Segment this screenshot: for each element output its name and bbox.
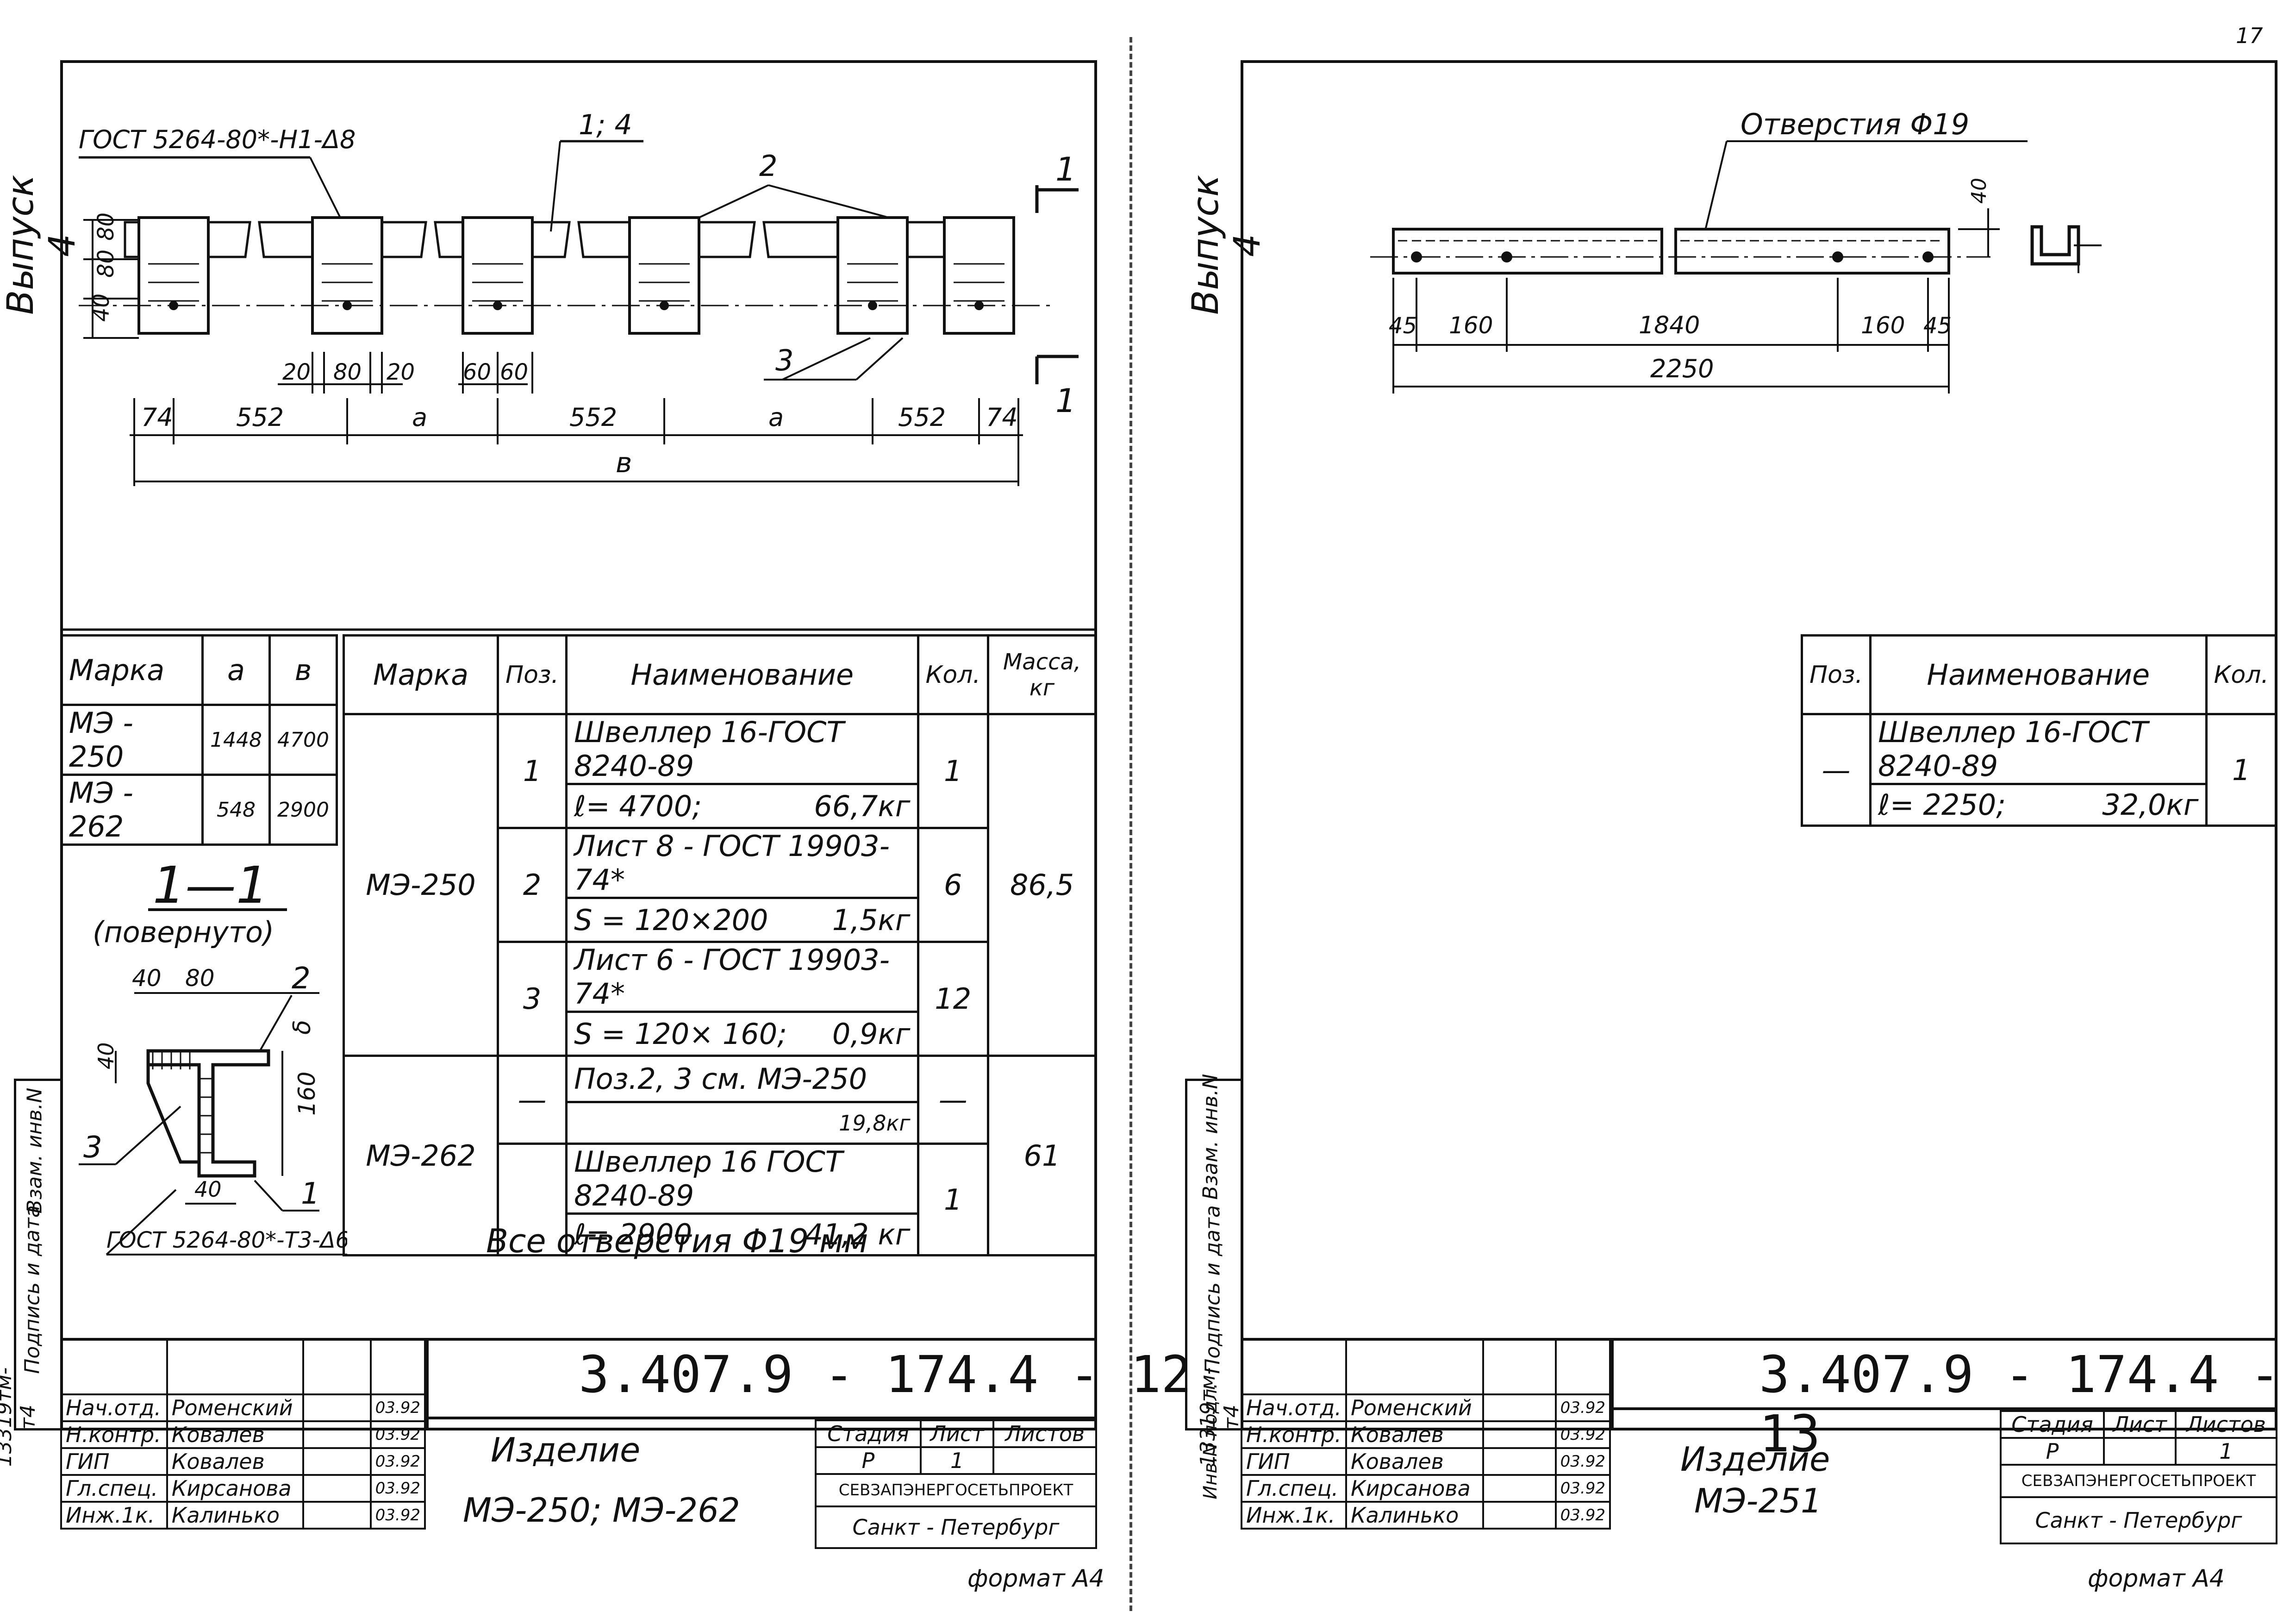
callout-1-4: 1; 4 (579, 109, 632, 141)
left-format-label: формат А4 (967, 1565, 1104, 1593)
callout-3: 3 (775, 344, 793, 377)
svg-text:45: 45 (1923, 313, 1952, 339)
svg-text:40: 40 (132, 965, 162, 992)
right-total-dim: 2250 (1650, 354, 1714, 383)
svg-text:1840: 1840 (1639, 312, 1700, 339)
section-mark-top: 1 (1055, 150, 1076, 188)
svg-text:160: 160 (1861, 312, 1905, 339)
marks-row-1-mark: МЭ - 250 (60, 704, 204, 776)
spec-mass-1: 86,5 (987, 713, 1097, 1057)
svg-text:20: 20 (282, 359, 311, 385)
section-title: 1—1 (153, 866, 268, 915)
svg-text:40: 40 (94, 1042, 119, 1069)
svg-text:1: 1 (301, 1177, 320, 1211)
right-side-label: Выпуск 4 (1185, 175, 1268, 315)
svg-text:2: 2 (292, 962, 311, 996)
left-doc-number: 3.407.9 - 174.4 - 12 (579, 1345, 1192, 1404)
svg-text:80: 80 (185, 965, 215, 992)
svg-text:80: 80 (333, 359, 362, 385)
svg-text:3: 3 (83, 1131, 102, 1165)
svg-text:40: 40 (1967, 178, 1991, 204)
svg-text:74: 74 (141, 403, 173, 432)
right-channel-drawing: Отверстия Φ19 40 45 160 1840 160 45 2250 (1370, 107, 2102, 394)
spec-row-5-name: Швеллер 16 ГОСТ 8240-89 (565, 1143, 919, 1215)
section-1-1-drawing: 1—1 (повернуто) 40 80 2 40 δ 160 40 3 1 (79, 866, 347, 1255)
section-gost-label: ГОСТ 5264-80*-Т3-Δ6 (106, 1227, 347, 1253)
svg-text:160: 160 (1449, 312, 1493, 339)
svg-text:а: а (768, 403, 784, 432)
marks-row-2-mark: МЭ - 262 (60, 774, 204, 846)
right-spec-name: Швеллер 16-ГОСТ 8240-89 (1869, 713, 2208, 785)
svg-text:60: 60 (463, 359, 491, 385)
spec-row-2-name: Лист 8 - ГОСТ 19903-74* (565, 827, 919, 899)
right-doc-number: 3.407.9 - 174.4 - 13 (1759, 1345, 2280, 1463)
svg-text:20: 20 (387, 359, 415, 385)
svg-text:552: 552 (898, 403, 946, 432)
right-product-label: Изделие (1680, 1440, 1830, 1479)
svg-text:74: 74 (986, 403, 1018, 432)
spec-row-1-name: Швеллер 16-ГОСТ 8240-89 (565, 713, 919, 785)
holes-note: Все отверстия Φ19 мм (486, 1222, 868, 1260)
svg-text:40: 40 (88, 294, 114, 322)
svg-text:40: 40 (194, 1177, 222, 1202)
svg-text:80: 80 (93, 212, 119, 241)
gost-weld-label: ГОСТ 5264-80*-Н1-Δ8 (79, 125, 356, 154)
spec-row-4-name: Поз.2, 3 см. МЭ-250 (565, 1055, 919, 1103)
left-product-label: Изделие (491, 1430, 641, 1469)
spec-mark-2: МЭ-262 (343, 1055, 499, 1256)
section-subtitle: (повернуто) (93, 915, 274, 949)
right-spec-table: Поз. Наименование Кол. — Швеллер 16-ГОСТ… (1800, 634, 2277, 827)
svg-text:45: 45 (1389, 313, 1417, 339)
section-mark-bottom: 1 (1055, 382, 1076, 420)
right-page-number: 17 (2236, 23, 2263, 48)
left-product-name: МЭ-250; МЭ-262 (463, 1491, 740, 1530)
svg-text:552: 552 (236, 403, 284, 432)
spec-mark-1: МЭ-250 (343, 713, 499, 1057)
left-beam-drawing: ГОСТ 5264-80*-Н1-Δ8 1; 4 2 (60, 109, 1097, 631)
total-dim-label: в (616, 447, 632, 479)
right-format-label: формат А4 (2088, 1565, 2225, 1593)
spec-table: Марка Поз. Наименование Кол. Масса, кг М… (343, 634, 1097, 1256)
spec-mass-2: 61 (987, 1055, 1097, 1256)
svg-text:60: 60 (500, 359, 528, 385)
callout-2: 2 (759, 149, 777, 183)
sheet-divider (1129, 37, 1132, 1611)
holes-label: Отверстия Φ19 (1741, 107, 1969, 141)
right-product-name: МЭ-251 (1694, 1481, 1822, 1520)
svg-text:80: 80 (93, 250, 119, 278)
svg-text:а: а (412, 403, 427, 432)
marks-table: Марка а в МЭ - 250 1448 4700 МЭ - 262 54… (60, 634, 338, 846)
svg-text:160: 160 (293, 1072, 320, 1116)
spec-row-3-name: Лист 6 - ГОСТ 19903-74* (565, 941, 919, 1013)
svg-text:δ: δ (288, 1020, 316, 1035)
svg-text:552: 552 (569, 403, 617, 432)
